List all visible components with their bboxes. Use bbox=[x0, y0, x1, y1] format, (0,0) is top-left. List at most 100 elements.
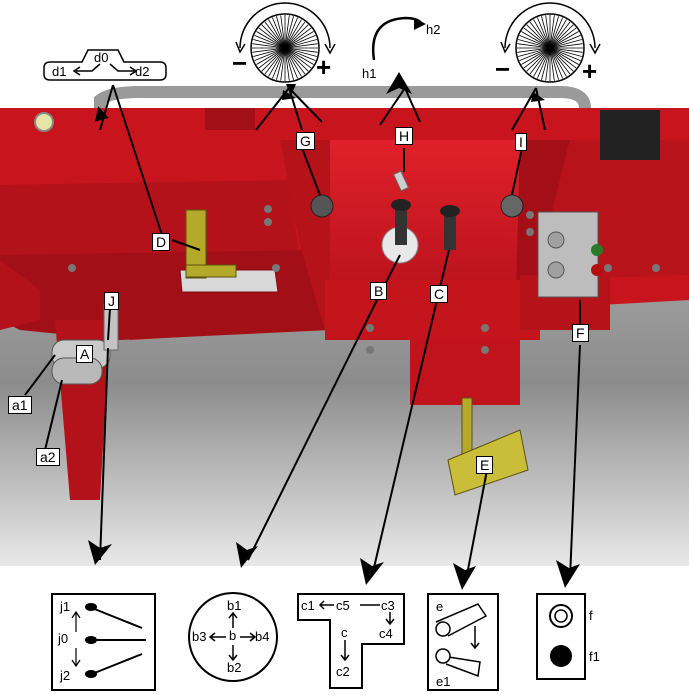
panel-f-f: f bbox=[589, 608, 593, 623]
panel-c: c1 c5 c3 c4 c c2 bbox=[297, 593, 405, 689]
wheel-spoke bbox=[545, 47, 551, 81]
dark-housing bbox=[600, 110, 660, 160]
wheel-spoke bbox=[533, 19, 551, 49]
wheel-spoke bbox=[549, 43, 583, 49]
wheel-spoke bbox=[549, 47, 582, 57]
wheel-spoke bbox=[517, 47, 551, 53]
panel-j-j1: j1 bbox=[59, 599, 70, 614]
wheel-spoke bbox=[284, 27, 312, 49]
switch-box-f bbox=[537, 211, 599, 298]
wheel-spoke bbox=[284, 47, 317, 57]
wheel-spoke bbox=[537, 47, 551, 79]
wheel-spoke bbox=[526, 24, 551, 49]
wheel-spoke bbox=[284, 21, 306, 49]
wheel-spoke bbox=[541, 16, 551, 49]
wheel-spoke bbox=[523, 27, 551, 49]
wheel-spoke bbox=[523, 47, 551, 69]
switch-d-d1: d1 bbox=[52, 64, 66, 79]
callout-d: D bbox=[152, 233, 171, 251]
wheel-spoke bbox=[284, 19, 302, 49]
wheel-spoke bbox=[284, 35, 316, 49]
wheel-spoke bbox=[264, 47, 286, 75]
wheel-spoke bbox=[549, 47, 555, 81]
wheel-spoke bbox=[256, 47, 286, 65]
wheel-spoke bbox=[549, 16, 559, 49]
wheel-spoke bbox=[549, 47, 567, 77]
wheel-spoke bbox=[280, 15, 286, 49]
panel-e-e1: e1 bbox=[436, 674, 450, 689]
knob-g-minus: − bbox=[232, 48, 247, 78]
switch-d-d0: d0 bbox=[94, 50, 108, 65]
wheel-spoke bbox=[284, 16, 294, 49]
wheel-spoke bbox=[253, 47, 286, 57]
wheel-spoke bbox=[549, 47, 581, 61]
wheel-spoke bbox=[284, 39, 317, 49]
wheel-spoke bbox=[284, 47, 302, 77]
callout-h: H bbox=[395, 127, 414, 145]
wheel-spoke bbox=[284, 15, 290, 49]
wheel-spoke bbox=[268, 19, 286, 49]
wheel-spoke bbox=[284, 47, 294, 80]
bolt-icon bbox=[34, 112, 54, 132]
wheel-spoke bbox=[284, 47, 298, 79]
wheel-spoke bbox=[280, 47, 286, 81]
panel-e-e: e bbox=[436, 599, 443, 614]
panel-j: j1 j0 j2 bbox=[51, 593, 156, 691]
wheel-spoke bbox=[549, 47, 577, 69]
wheel-spoke bbox=[261, 47, 286, 72]
lever-h-diagram: h1 h2 bbox=[362, 16, 440, 81]
wheel-spoke bbox=[537, 17, 551, 49]
wheel-spoke bbox=[252, 43, 286, 49]
wheel-spoke bbox=[517, 43, 551, 49]
callout-a2: a2 bbox=[36, 448, 60, 466]
callout-i: I bbox=[515, 133, 527, 151]
wheel-spoke bbox=[254, 35, 286, 49]
panel-f-f1: f1 bbox=[589, 649, 600, 664]
wheel-spoke bbox=[549, 21, 571, 49]
leader-arrowheads bbox=[88, 72, 580, 590]
callout-f: F bbox=[572, 324, 589, 342]
knob-g-plus: + bbox=[316, 52, 331, 82]
callout-b: B bbox=[370, 282, 388, 300]
panel-j-j0: j0 bbox=[57, 631, 68, 646]
panel-b-b: b bbox=[229, 628, 236, 643]
callout-g: G bbox=[296, 132, 315, 150]
wheel-spoke bbox=[284, 47, 306, 75]
lever-h-h1: h1 bbox=[362, 66, 376, 81]
button-f1-icon bbox=[550, 645, 572, 667]
knob-g-diagram: − + bbox=[232, 2, 336, 83]
wheel-spoke bbox=[284, 17, 298, 49]
wheel-spoke bbox=[254, 47, 286, 61]
callout-e: E bbox=[476, 456, 494, 474]
switch-d-d2: d2 bbox=[135, 64, 149, 79]
wheel-spoke bbox=[549, 39, 582, 49]
wheel-spoke bbox=[549, 15, 555, 49]
panel-b-b2: b2 bbox=[227, 660, 241, 675]
callout-j: J bbox=[104, 292, 119, 310]
wheel-spoke bbox=[264, 21, 286, 49]
panel-b-b3: b3 bbox=[192, 629, 206, 644]
wheel-spoke bbox=[284, 47, 314, 65]
lever-j bbox=[103, 304, 119, 351]
wheel-spoke bbox=[549, 47, 563, 79]
wheel-spoke bbox=[518, 39, 551, 49]
panel-j-j2: j2 bbox=[59, 668, 70, 683]
wheel-spoke bbox=[549, 17, 563, 49]
wheel-spoke bbox=[549, 19, 567, 49]
pedal-stem-e bbox=[461, 397, 473, 459]
wheel-spoke bbox=[549, 47, 579, 65]
wheel-spoke bbox=[276, 47, 286, 80]
wheel-spoke bbox=[521, 31, 551, 49]
wheel-spoke bbox=[284, 47, 318, 53]
wheel-spoke bbox=[276, 16, 286, 49]
wheel-spoke bbox=[549, 24, 574, 49]
wheel-spoke bbox=[284, 43, 318, 49]
panel-b: b1 b b2 b3 b4 bbox=[188, 592, 278, 682]
panel-c-c5: c5 bbox=[336, 598, 350, 613]
wheel-spoke bbox=[549, 35, 581, 49]
wheel-spoke bbox=[284, 47, 290, 81]
wheel-spoke bbox=[272, 47, 286, 79]
wheel-spoke bbox=[284, 31, 314, 49]
panel-b-b1: b1 bbox=[227, 598, 241, 613]
